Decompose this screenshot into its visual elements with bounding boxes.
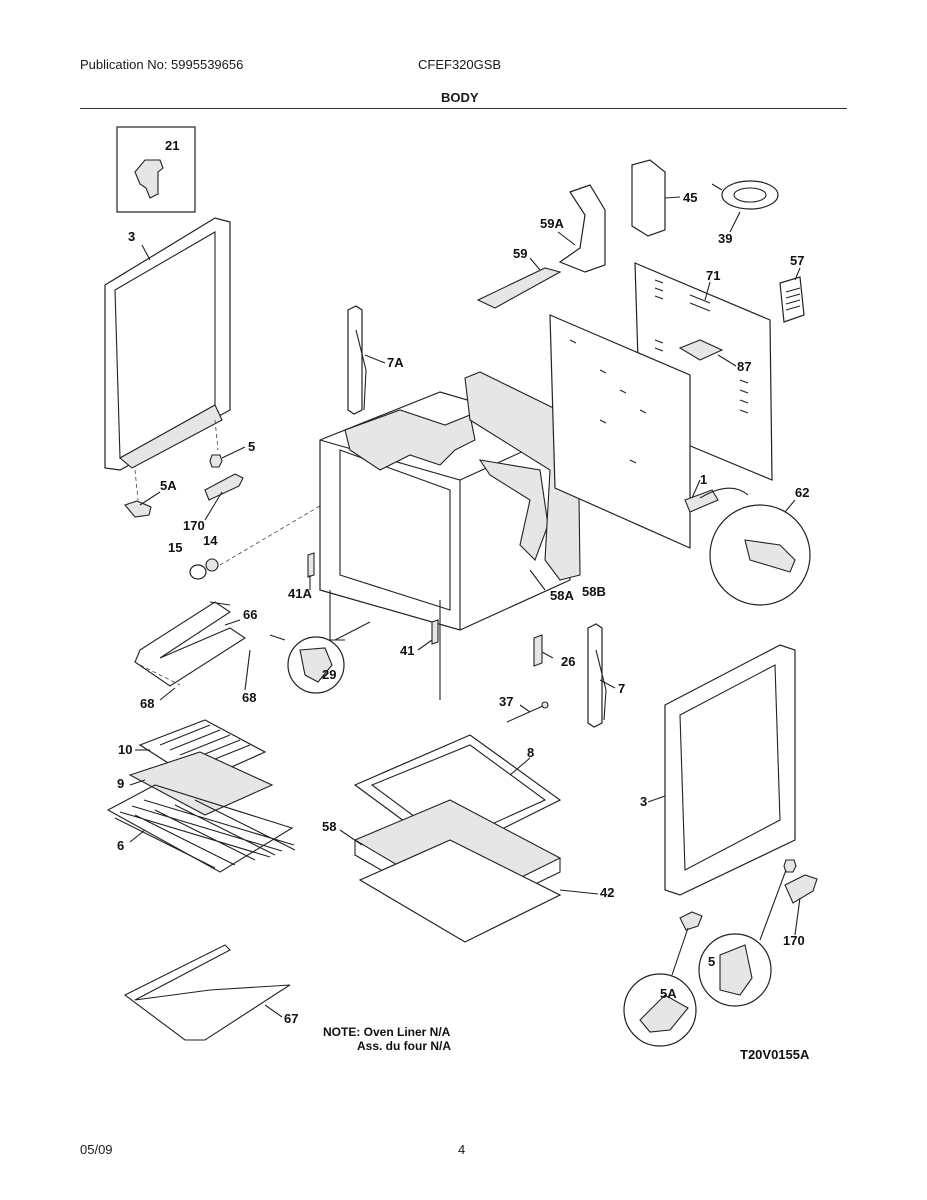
part-41-bracket[interactable] xyxy=(431,619,439,645)
callout-59: 59 xyxy=(513,246,527,261)
model-number: CFEF320GSB xyxy=(418,57,502,72)
part-1-terminal-block[interactable] xyxy=(684,489,719,513)
callout-5-left: 5 xyxy=(248,439,255,454)
callout-3-right: 3 xyxy=(640,794,647,809)
part-66-bake-element[interactable] xyxy=(134,601,286,687)
callout-68-right: 68 xyxy=(242,690,256,705)
part-9-broiler-pan[interactable] xyxy=(128,751,274,816)
callout-41: 41 xyxy=(400,643,414,658)
callout-9: 9 xyxy=(117,776,124,791)
part-15-light-bulb[interactable] xyxy=(189,564,207,580)
publication-number: Publication No: 5995539656 xyxy=(80,57,244,72)
oven-cabinet-body[interactable] xyxy=(319,391,571,700)
part-3-left-side-panel[interactable] xyxy=(104,217,231,471)
part-29-detail-view[interactable] xyxy=(287,636,345,694)
part-41a-bracket[interactable] xyxy=(307,552,315,578)
callout-7: 7 xyxy=(618,681,625,696)
part-170-bracket-left[interactable] xyxy=(204,473,244,501)
callout-26: 26 xyxy=(561,654,575,669)
callout-170-left: 170 xyxy=(183,518,205,533)
part-170-bracket-right[interactable] xyxy=(784,874,818,904)
callout-45: 45 xyxy=(683,190,697,205)
callout-5-right: 5 xyxy=(708,954,715,969)
callout-14: 14 xyxy=(203,533,218,548)
part-5a-leveler-left[interactable] xyxy=(124,500,152,518)
part-37-sensor[interactable] xyxy=(506,701,549,723)
part-5-screw-right[interactable] xyxy=(783,859,797,873)
part-7a-hinge[interactable] xyxy=(347,305,367,415)
note-line-2: Ass. du four N/A xyxy=(357,1039,451,1053)
callout-58: 58 xyxy=(322,819,336,834)
callout-62: 62 xyxy=(795,485,809,500)
callout-42: 42 xyxy=(600,885,614,900)
callout-71: 71 xyxy=(706,268,720,283)
callout-15: 15 xyxy=(168,540,182,555)
callout-58a: 58A xyxy=(550,588,574,603)
footer-page-number: 4 xyxy=(458,1142,466,1157)
part-7-hinge[interactable] xyxy=(587,623,607,728)
footer-date: 05/09 xyxy=(80,1142,113,1157)
callout-29: 29 xyxy=(322,667,336,682)
callout-67: 67 xyxy=(284,1011,298,1026)
callout-10: 10 xyxy=(118,742,132,757)
callout-3-left: 3 xyxy=(128,229,135,244)
callout-8: 8 xyxy=(527,745,534,760)
callout-57: 57 xyxy=(790,253,804,268)
callout-39: 39 xyxy=(718,231,732,246)
callout-170-right: 170 xyxy=(783,933,805,948)
callout-58b: 58B xyxy=(582,584,606,599)
callout-66: 66 xyxy=(243,607,257,622)
note-line-1: NOTE: Oven Liner N/A xyxy=(323,1025,451,1039)
part-26-bracket[interactable] xyxy=(533,634,543,667)
callout-7a: 7A xyxy=(387,355,404,370)
part-5a-detail-view[interactable] xyxy=(623,973,697,1047)
callout-6: 6 xyxy=(117,838,124,853)
callout-68-left: 68 xyxy=(140,696,154,711)
part-39-wire-harness[interactable] xyxy=(711,180,779,210)
part-3-right-side-panel[interactable] xyxy=(664,644,796,896)
part-67-broil-element[interactable] xyxy=(123,944,291,1041)
callout-1: 1 xyxy=(700,472,707,487)
part-58b-insulation-back[interactable] xyxy=(464,371,581,581)
rear-wall-panel[interactable] xyxy=(549,314,691,549)
part-14-socket[interactable] xyxy=(205,558,219,572)
callout-41a: 41A xyxy=(288,586,312,601)
callout-37: 37 xyxy=(499,694,513,709)
callout-87: 87 xyxy=(737,359,751,374)
part-59-vent-trim[interactable] xyxy=(476,267,562,309)
part-62-detail-view[interactable] xyxy=(709,504,811,606)
callout-21: 21 xyxy=(165,138,179,153)
part-5-detail-view[interactable] xyxy=(698,933,772,1007)
part-57-serial-label[interactable] xyxy=(779,276,805,323)
callout-5a-right: 5A xyxy=(660,986,677,1001)
header-divider xyxy=(80,108,847,109)
drawing-code: T20V0155A xyxy=(740,1047,810,1062)
part-21-bracket[interactable] xyxy=(116,126,196,213)
part-6-oven-rack[interactable] xyxy=(106,784,296,873)
part-45-terminal-block[interactable] xyxy=(631,159,666,237)
part-42-bottom-cover[interactable] xyxy=(358,839,562,943)
section-title: BODY xyxy=(441,90,479,105)
part-59a-duct[interactable] xyxy=(558,184,606,273)
part-5a-leveler-right[interactable] xyxy=(679,911,703,931)
callout-59a: 59A xyxy=(540,216,564,231)
callout-5a-left: 5A xyxy=(160,478,177,493)
part-5-screw-left[interactable] xyxy=(209,454,223,468)
part-87-gasket[interactable] xyxy=(678,339,724,361)
